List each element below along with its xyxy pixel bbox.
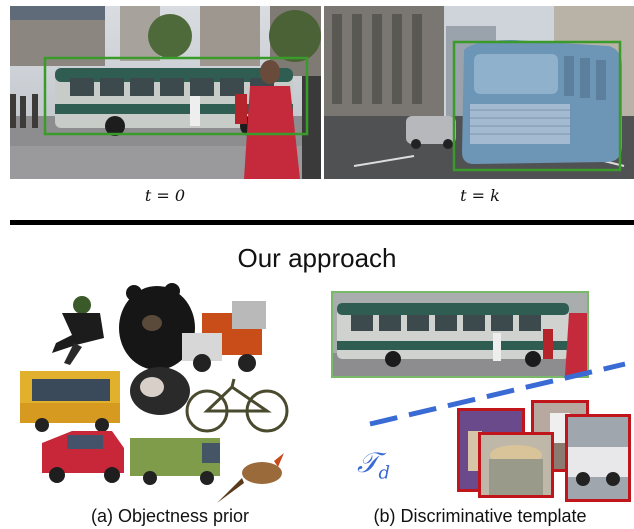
object-collage-svg [20, 283, 289, 503]
negative-patch-4 [565, 414, 631, 502]
street-scene-right [324, 6, 634, 179]
truck-figure [182, 301, 266, 372]
negative-patch-3 [478, 432, 554, 498]
bird-figure [217, 453, 284, 503]
skateboarder-figure [52, 296, 104, 365]
yellow-bus-figure [20, 371, 120, 432]
caption-objectness-prior: (a) Objectness prior [90, 506, 250, 526]
van-figure [130, 438, 220, 485]
decision-boundary-line [369, 361, 626, 427]
frame-tk-label: t = k [460, 186, 500, 205]
approach-title: Our approach [237, 243, 397, 273]
pig-figure [130, 367, 190, 415]
street-scene-left [10, 6, 321, 179]
frame-t0-label: t = 0 [144, 186, 186, 205]
objectness-collage [12, 283, 312, 508]
template-symbol: 𝒯d [357, 446, 390, 484]
section-divider [10, 220, 634, 225]
template-bus-image [331, 291, 589, 378]
caption-discriminative-template: (b) Discriminative template [373, 506, 587, 526]
bear-figure [119, 283, 195, 370]
frame-tk [324, 6, 634, 179]
bicycle-figure [185, 378, 289, 433]
red-car-figure [42, 431, 124, 483]
frame-t0 [10, 6, 321, 179]
